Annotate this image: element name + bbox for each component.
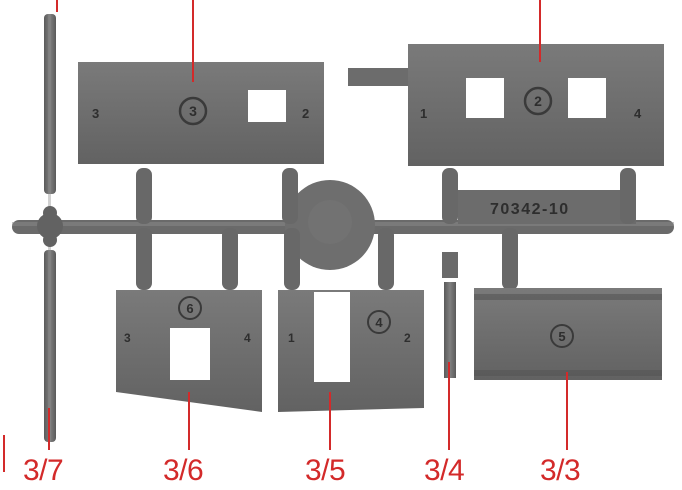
- plate-mark: 2: [404, 331, 411, 345]
- sprue-code: 70342-10: [490, 201, 570, 218]
- plate-mark: 3: [124, 331, 131, 345]
- small-strip-part: [442, 252, 458, 378]
- callout-label: 3/4: [424, 454, 465, 487]
- callout-label: 3/7: [23, 454, 64, 487]
- plate-mark: 3: [92, 106, 99, 121]
- plate-number: 2: [534, 93, 542, 109]
- callout-label: 3/3: [540, 454, 581, 487]
- plate-mark: 4: [634, 106, 642, 121]
- plate-number: 5: [558, 329, 565, 344]
- plate-bottom-left: 6 3 4: [116, 290, 262, 412]
- callout-lines: [3, 0, 568, 472]
- plate-number: 3: [189, 103, 197, 119]
- sprue-rail: [12, 180, 674, 270]
- plate-mark: 1: [420, 106, 427, 121]
- plate-number: 6: [186, 301, 193, 316]
- plate-mark: 2: [302, 106, 309, 121]
- plate-mark: 4: [244, 331, 251, 345]
- plate-top-left: 3 3 2: [78, 62, 324, 164]
- plate-mark: 1: [288, 331, 295, 345]
- callout-label: 3/6: [163, 454, 204, 487]
- sprue-gates: [136, 168, 636, 290]
- plate-bottom-middle: 4 1 2: [278, 290, 424, 412]
- callout-label: 3/5: [305, 454, 346, 487]
- plate-bottom-right: 5: [474, 288, 662, 380]
- plate-top-right: 2 1 4: [348, 44, 664, 166]
- plate-number: 4: [375, 315, 383, 330]
